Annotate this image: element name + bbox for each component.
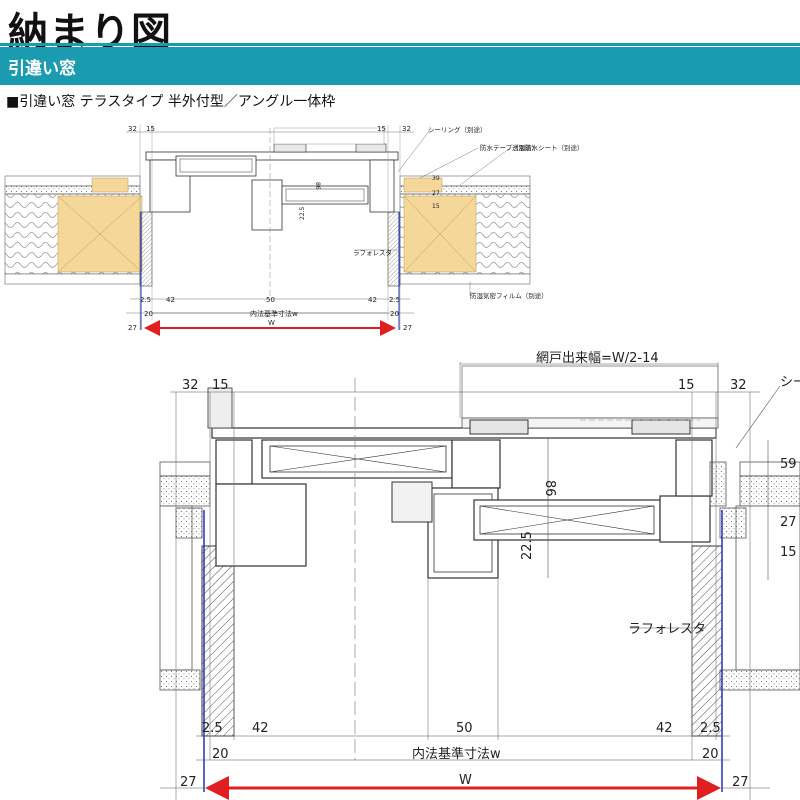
small-dim-b1-2: 50 — [266, 296, 275, 304]
large-vdim-86: 86 — [542, 480, 557, 497]
large-note-sealing: シー — [780, 375, 800, 390]
small-dim-b2-1: 20 — [390, 310, 399, 318]
insulation-block — [403, 177, 443, 193]
small-dim-b1-4: 2.5 — [389, 296, 400, 304]
left-jamb — [201, 545, 235, 737]
large-diagram: 網戸出来幅=W/2-14 32 15 15 32 シー 86 22.5 59 2… — [159, 351, 800, 800]
small-dim-b1-1: 42 — [166, 296, 175, 304]
large-vdim-59: 59 — [780, 457, 797, 472]
section-banner: 引違い窓 — [0, 47, 800, 85]
small-material-label: ラフォレスタ — [353, 248, 392, 257]
small-dim-top-0: 32 — [128, 125, 137, 133]
small-dim-top-2: 15 — [377, 125, 386, 133]
note-waterproof-tape: 防水テープ（別途） — [480, 143, 538, 152]
large-dim-top-1: 15 — [212, 378, 229, 393]
large-dim-r1-3: 42 — [656, 721, 673, 736]
large-dim-top-0: 32 — [182, 378, 199, 393]
large-dim-r2-1: 20 — [702, 747, 719, 762]
note-sealing: シーリング（別途） — [428, 125, 487, 134]
small-dim-b1-0: 2.5 — [140, 296, 151, 304]
right-jamb — [691, 545, 723, 737]
large-dim-r1-1: 42 — [252, 721, 269, 736]
small-dim-b3-0: 27 — [128, 324, 137, 332]
small-inner-dim-label: 内法基準寸法w — [250, 309, 298, 318]
small-w-label: W — [268, 319, 275, 327]
small-diagram: 32 15 15 32 シーリング（別途） 防水テープ（別途） 透湿防水シート（… — [4, 125, 584, 336]
small-dim-top-1: 15 — [146, 125, 155, 133]
small-vdim-27: 27 — [432, 190, 440, 197]
small-vdim-15: 15 — [432, 203, 440, 210]
large-dim-r1-0: 2.5 — [202, 721, 223, 736]
small-vdim-86: 86 — [314, 182, 321, 190]
large-dim-top-2: 15 — [678, 378, 695, 393]
large-dim-r3-0: 27 — [180, 775, 197, 790]
large-dim-r2-0: 20 — [212, 747, 229, 762]
large-dim-r1-4: 2.5 — [700, 721, 721, 736]
large-material-label: ラフォレスタ — [628, 622, 706, 637]
large-inner-dim-label: 内法基準寸法w — [412, 746, 501, 762]
small-dim-b2-0: 20 — [144, 310, 153, 318]
insulation-block — [91, 177, 129, 193]
large-vdim-15: 15 — [780, 545, 797, 560]
note-breathable-sheet: 透湿防水シート（別途） — [512, 143, 584, 152]
note-vapor-film: 防湿気密フィルム（別途） — [470, 291, 548, 300]
large-dim-r3-1: 27 — [732, 775, 749, 790]
small-dim-b3-1: 27 — [403, 324, 412, 332]
large-dim-top-3: 32 — [730, 378, 747, 393]
small-vdim-39: 39 — [432, 175, 440, 182]
small-dim-top-3: 32 — [402, 125, 411, 133]
title-underline — [0, 43, 800, 46]
diagram-subtitle: ■引違い窓 テラスタイプ 半外付型／アングル一体枠 — [6, 94, 336, 110]
small-vdim-22.5: 22.5 — [299, 206, 306, 220]
section-label: 引違い窓 — [8, 59, 76, 79]
large-w-label: W — [459, 773, 472, 788]
small-dim-b1-3: 42 — [368, 296, 377, 304]
large-vdim-27: 27 — [780, 515, 797, 530]
screen-width-label: 網戸出来幅=W/2-14 — [536, 351, 659, 366]
large-vdim-22.5: 22.5 — [520, 531, 535, 560]
large-dim-r1-2: 50 — [456, 721, 473, 736]
